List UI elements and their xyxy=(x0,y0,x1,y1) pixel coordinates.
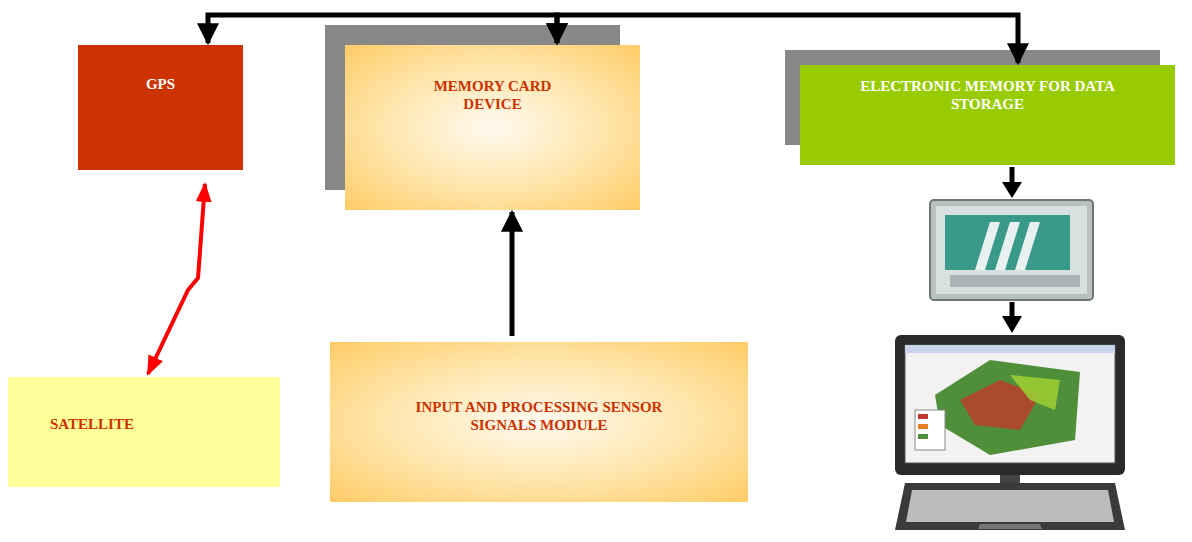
box-label: INPUT AND PROCESSING SENSOR SIGNALS MODU… xyxy=(399,398,679,434)
gps-box: GPS xyxy=(78,45,243,170)
computer-picture xyxy=(895,335,1125,530)
sensor-module-box: INPUT AND PROCESSING SENSOR SIGNALS MODU… xyxy=(330,342,748,502)
box-label: GPS xyxy=(146,75,175,93)
box-label: MEMORY CARD DEVICE xyxy=(418,77,568,113)
flow-arrow xyxy=(1002,167,1022,333)
satellite-box: SATELLITE xyxy=(8,377,280,487)
memory-card-box: MEMORY CARD DEVICE xyxy=(345,45,640,210)
memory-card-picture xyxy=(930,200,1093,300)
box-label: ELECTRONIC MEMORY FOR DATA STORAGE xyxy=(823,77,1153,113)
box-label: SATELLITE xyxy=(50,415,134,433)
data-bus-arrow xyxy=(510,212,515,336)
radio-link xyxy=(148,184,205,374)
data-storage-box: ELECTRONIC MEMORY FOR DATA STORAGE xyxy=(800,65,1175,165)
data-bus-arrow xyxy=(208,15,557,43)
